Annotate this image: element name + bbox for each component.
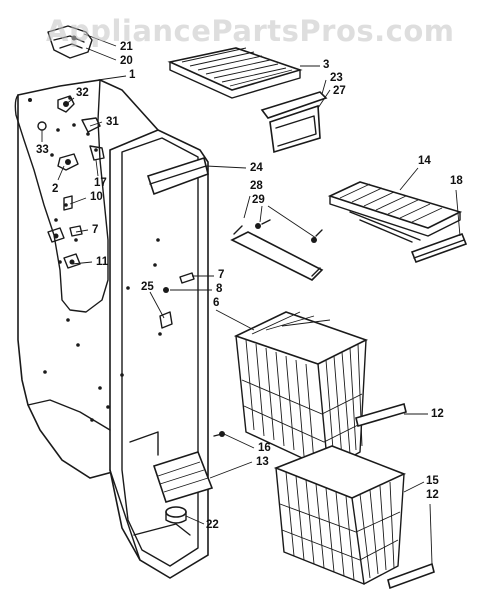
callout-17: 17 — [94, 177, 107, 189]
callout-22: 22 — [206, 519, 219, 531]
bottom-trim — [152, 431, 225, 503]
callout-28: 28 — [250, 180, 263, 192]
callout-23: 23 — [330, 72, 343, 84]
basket-bracket — [230, 219, 324, 281]
callout-2: 2 — [52, 183, 59, 195]
callout-29: 29 — [252, 194, 265, 206]
callout-20: 20 — [120, 55, 133, 67]
callout-8: 8 — [216, 283, 223, 295]
foot-22 — [165, 506, 187, 524]
callout-7-mid: 7 — [218, 269, 225, 281]
leader-lines — [41, 33, 461, 565]
small-parts — [159, 272, 195, 329]
callout-21: 21 — [120, 41, 133, 53]
basket-upper — [233, 311, 369, 471]
callout-16: 16 — [258, 442, 271, 454]
callout-31: 31 — [106, 116, 119, 128]
callout-12-lower: 12 — [426, 489, 439, 501]
callout-33: 33 — [36, 144, 49, 156]
callout-1: 1 — [129, 69, 136, 81]
callout-14: 14 — [418, 155, 431, 167]
callout-18: 18 — [450, 175, 463, 187]
callout-3: 3 — [323, 59, 330, 71]
rail-parts — [355, 402, 435, 590]
callout-6: 6 — [213, 297, 220, 309]
callout-15: 15 — [426, 475, 439, 487]
callout-27: 27 — [333, 85, 346, 97]
callout-7-liner: 7 — [92, 224, 99, 236]
basket-lower — [273, 445, 407, 585]
hinge-cover — [47, 25, 93, 59]
callout-12-upper: 12 — [431, 408, 444, 420]
shelf-14 — [327, 181, 468, 264]
liner-controls — [37, 95, 105, 269]
callout-13: 13 — [256, 456, 269, 468]
callout-25: 25 — [141, 281, 154, 293]
callout-10: 10 — [90, 191, 103, 203]
callout-24: 24 — [250, 162, 263, 174]
trim-24 — [146, 156, 209, 196]
callout-32: 32 — [76, 87, 89, 99]
shelf-assembly — [167, 47, 328, 154]
callout-11: 11 — [96, 256, 109, 268]
